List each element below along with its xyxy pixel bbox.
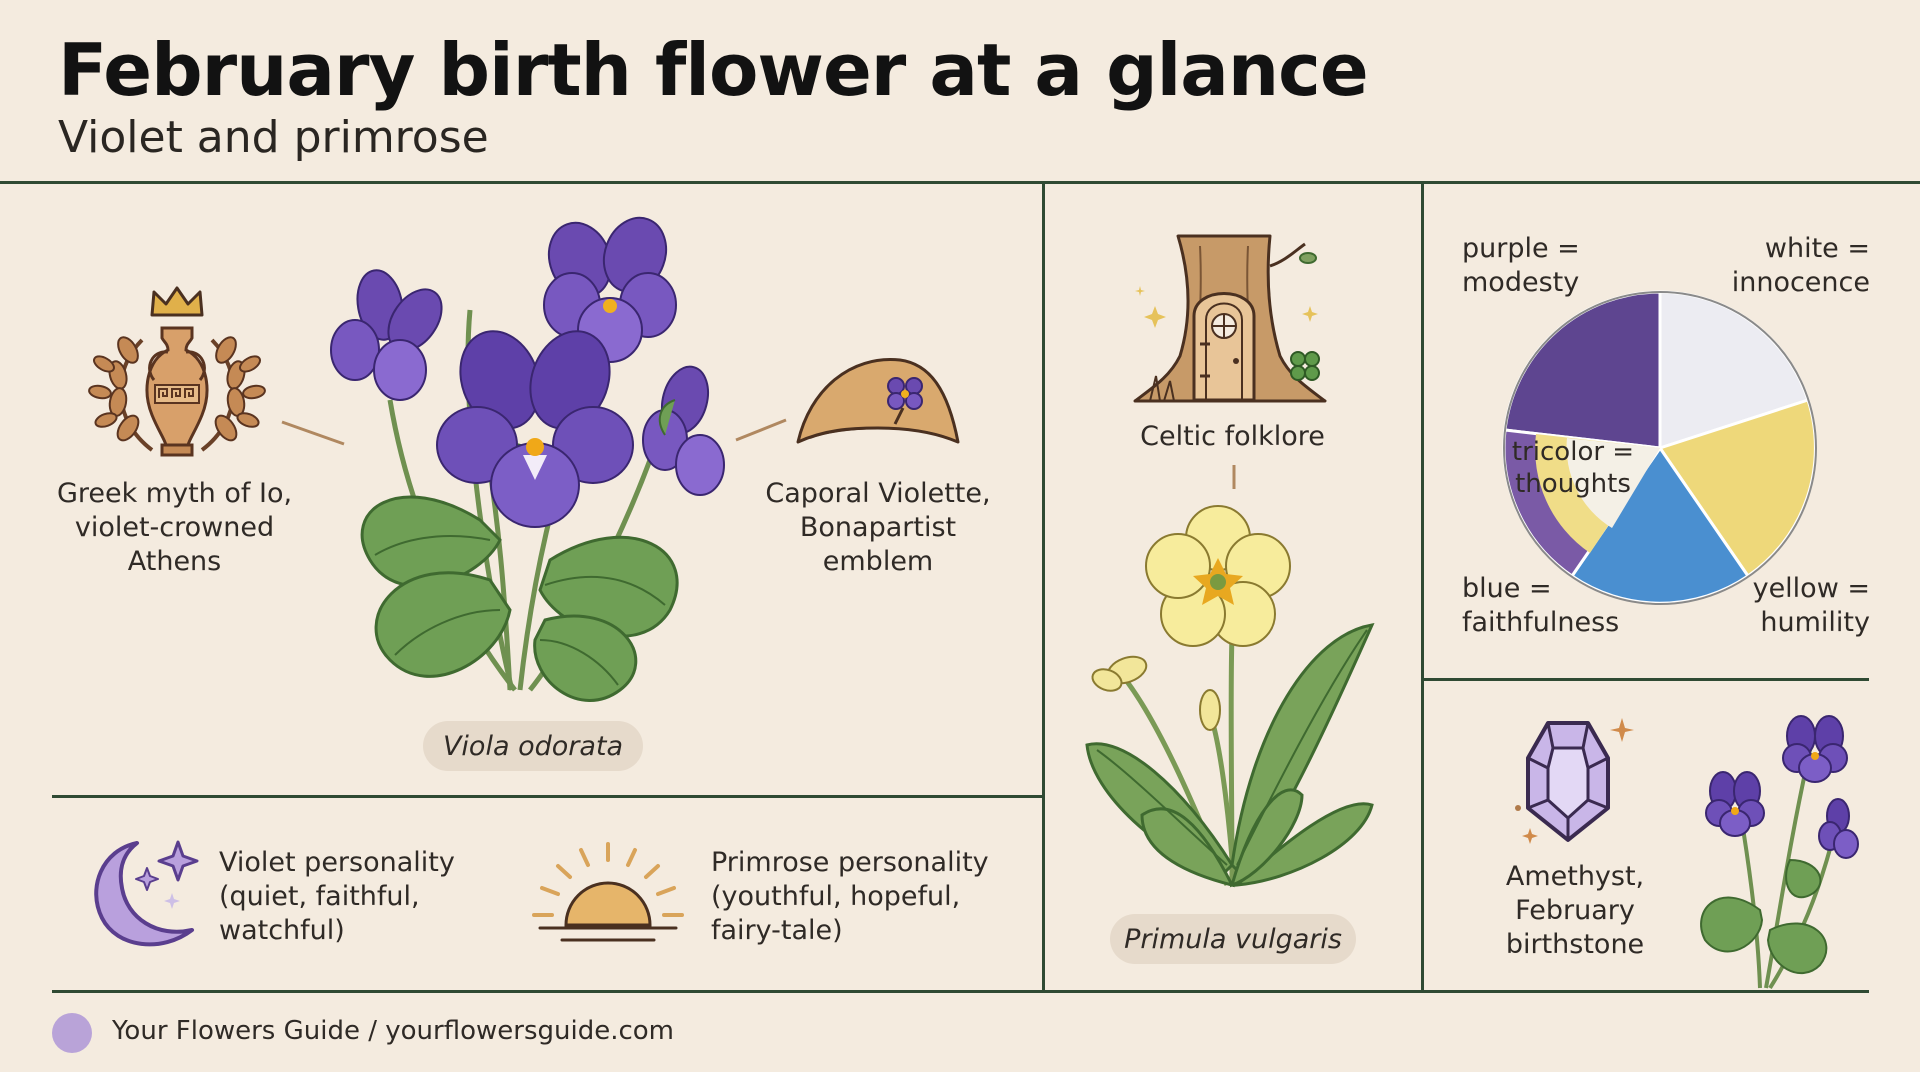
amethyst-gem-icon <box>1515 718 1634 844</box>
amethyst-caption: Amethyst, February birthstone <box>1505 861 1645 960</box>
tree-fairy-door-icon <box>1133 234 1327 403</box>
white-meaning-label: white = innocence <box>1731 233 1870 298</box>
purple-segment <box>1503 290 1662 450</box>
column-divider-1 <box>1042 181 1045 993</box>
purple-meaning-label: purple = modesty <box>1462 233 1580 298</box>
header-divider <box>0 181 1920 184</box>
left-connector <box>281 420 345 446</box>
violet-plant-illustration <box>330 216 725 702</box>
page-title: February birth flower at a glance <box>58 28 1369 112</box>
tricolor-meaning-label: tricolor = thoughts <box>1511 437 1635 499</box>
amphora-laurel-crown-icon <box>88 286 266 457</box>
personality-divider <box>52 795 1044 798</box>
viola-odorata-label: Viola odorata <box>423 721 643 771</box>
crescent-moon-stars-icon <box>94 840 199 947</box>
column-divider-2 <box>1421 181 1424 993</box>
meanings-divider <box>1423 678 1869 681</box>
violet-personality-text: Violet personality (quiet, faithful, wat… <box>219 847 455 946</box>
footer-credit[interactable]: Your Flowers Guide / yourflowersguide.co… <box>112 1016 674 1046</box>
right-connector <box>735 418 787 442</box>
page-subtitle: Violet and primrose <box>58 112 489 163</box>
greek-myth-caption: Greek myth of Io, violet-crowned Athens <box>56 478 293 577</box>
violet-sprig-illustration <box>1700 715 1859 990</box>
primula-vulgaris-label: Primula vulgaris <box>1110 914 1356 964</box>
folklore-connector <box>1232 465 1236 489</box>
primrose-personality-text: Primrose personality (youthful, hopeful,… <box>711 847 989 946</box>
color-meaning-wheel <box>1502 290 1817 605</box>
celtic-folklore-caption: Celtic folklore <box>1140 421 1325 452</box>
blue-meaning-label: blue = faithfulness <box>1462 573 1620 638</box>
brand-dot-icon <box>52 1013 92 1053</box>
rising-sun-icon <box>532 842 684 942</box>
primrose-plant-illustration <box>1085 505 1375 888</box>
caporal-violette-caption: Caporal Violette, Bonapartist emblem <box>765 478 991 577</box>
footer-divider <box>52 990 1869 993</box>
bicorne-hat-violet-icon <box>796 358 960 444</box>
yellow-meaning-label: yellow = humility <box>1752 573 1870 638</box>
